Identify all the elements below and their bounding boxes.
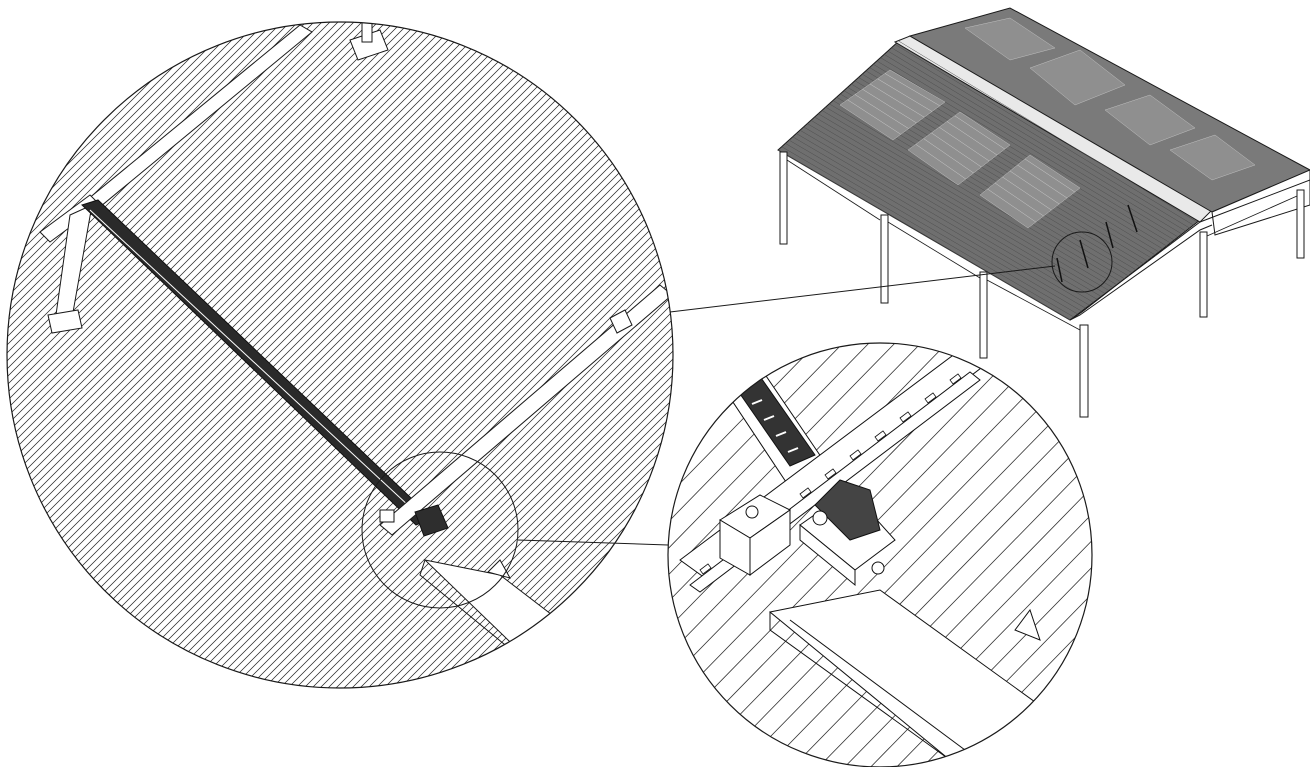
solar-panels — [839, 17, 1256, 229]
detail-locator-circle — [1051, 231, 1113, 293]
detail-locator-circle-inner — [361, 451, 519, 609]
right-bracket — [609, 309, 633, 334]
roof-frame — [786, 159, 1298, 331]
canopy-overview — [777, 7, 1310, 418]
panel-cells — [847, 73, 1075, 223]
detail-view-small — [667, 342, 1093, 767]
support-leg — [47, 204, 93, 334]
rail-markers — [1056, 204, 1138, 283]
gable-edge — [1069, 179, 1310, 321]
closeup-bracket — [719, 494, 791, 576]
top-bracket — [349, 22, 389, 61]
roof-eave — [1211, 169, 1310, 236]
closeup-clamp — [799, 479, 896, 587]
junction-clamp — [379, 504, 449, 537]
support-columns — [779, 151, 1305, 418]
detail-view-small-border — [667, 342, 1093, 767]
leader-line-detail — [517, 539, 669, 546]
leader-line-overview — [669, 265, 1056, 313]
detail-view-large-border — [6, 21, 674, 689]
